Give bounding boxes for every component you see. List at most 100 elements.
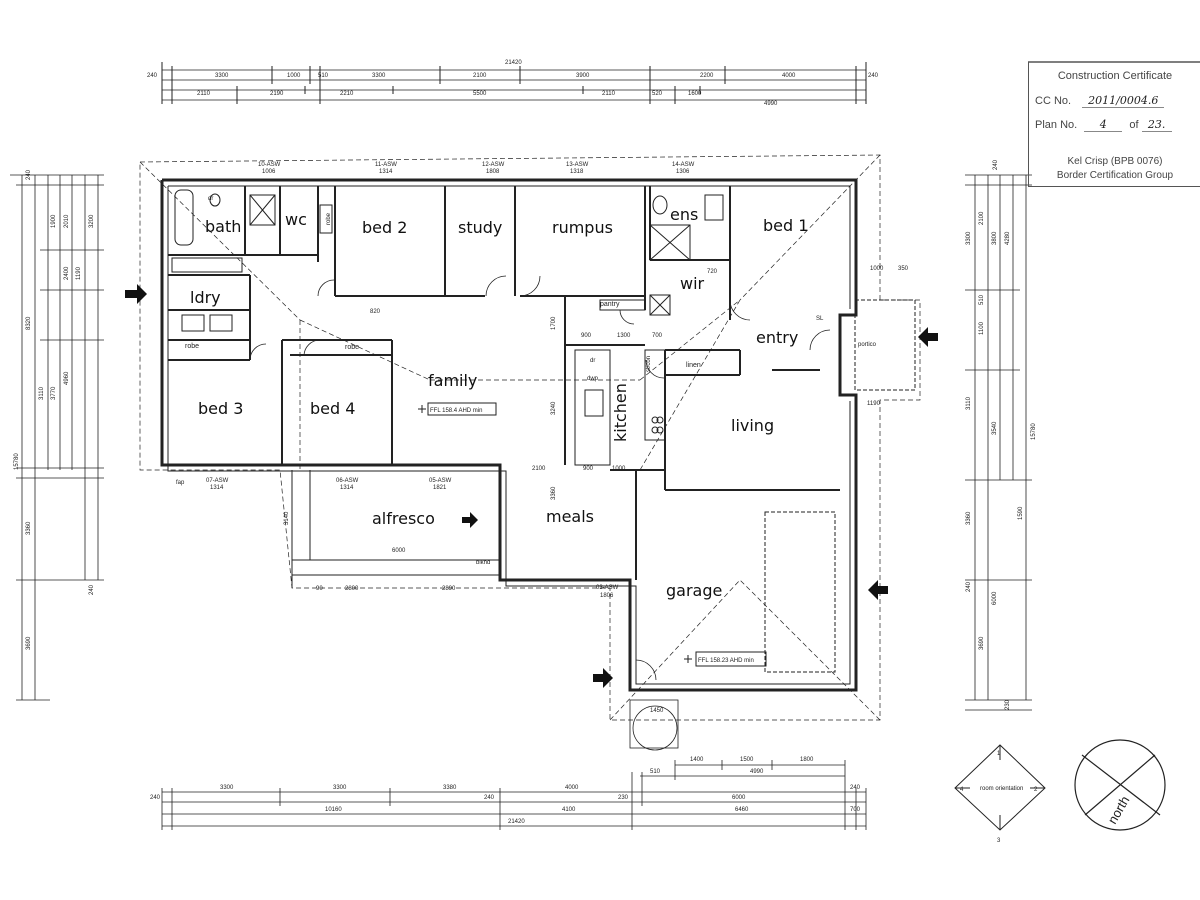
dim-right-10: 15780	[1031, 423, 1037, 440]
top-dimensions	[161, 62, 867, 104]
label-dwp: dwp	[587, 376, 599, 382]
dim-left-9: 3110	[39, 386, 45, 400]
dim-top-r2-6: 520	[652, 91, 663, 97]
legend-text: 1 2 3 4 room orientation north	[960, 751, 1132, 844]
dim-right-4: 3800	[992, 231, 998, 245]
dim-kitchen-1700: 1700	[551, 316, 557, 330]
dim-left-6: 1190	[76, 266, 82, 280]
dim-right-1: 240	[993, 159, 999, 170]
dim-left-10: 3770	[51, 386, 57, 400]
window-11-size: 1314	[379, 169, 393, 175]
dim-kitchen-700: 700	[652, 333, 663, 339]
cert-title: Construction Certificate	[1057, 70, 1173, 82]
dim-top-7: 3900	[576, 73, 590, 79]
dim-left-7: 8320	[26, 316, 32, 330]
dim-alfresco-90: 90	[316, 586, 323, 592]
dim-left-13: 240	[89, 584, 95, 595]
window-05-size: 1821	[433, 485, 447, 491]
dim-bot-18: 6460	[735, 807, 749, 813]
orientation-n3: 3	[997, 838, 1001, 844]
roof-outline	[139, 154, 921, 721]
dim-bot-6: 240	[150, 795, 161, 801]
dim-left-5: 2400	[64, 266, 70, 280]
dim-top-9: 4000	[782, 73, 796, 79]
window-14: 14-ASW	[672, 162, 695, 168]
dim-right-16: 230	[1005, 699, 1011, 710]
north-label: north	[1105, 793, 1133, 826]
room-garage: garage	[666, 581, 722, 600]
cert-certifier: Kel Crisp (BPB 0076)	[1067, 156, 1163, 167]
dim-bot-15: 700	[850, 807, 861, 813]
dim-bot-3: 1800	[800, 757, 814, 763]
room-entry: entry	[756, 328, 798, 347]
dim-right-7: 1100	[979, 321, 985, 335]
dim-bot-13: 230	[618, 795, 629, 801]
dim-right-9: 3540	[992, 421, 998, 435]
dim-top-r2-7: 1600	[688, 91, 702, 97]
dim-top-1: 240	[147, 73, 158, 79]
garage-door	[764, 511, 836, 673]
dim-bot-9: 3380	[443, 785, 457, 791]
bottom-dimension-text: 1400 1500 1800 510 4990 240 3300 3300 33…	[150, 757, 861, 825]
window-13-size: 1318	[570, 169, 584, 175]
orientation-n1: 1	[997, 751, 1001, 757]
label-fap: fap	[176, 480, 185, 486]
dim-bot-17: 4100	[562, 807, 576, 813]
dim-alfresco-2800: 2800	[345, 586, 359, 592]
level-house: FFL 158.4 AHD min	[430, 408, 482, 414]
dim-alfresco-2890: 2890	[442, 586, 456, 592]
room-rumpus: rumpus	[552, 218, 613, 237]
dim-bot-14: 6000	[732, 795, 746, 801]
dim-right-5: 4280	[1005, 231, 1011, 245]
label-portico: portico	[858, 342, 877, 348]
dim-top-4: 510	[318, 73, 329, 79]
cert-of-label: of	[1129, 119, 1139, 131]
label-blkhd: blkhd	[476, 560, 490, 566]
dim-left-12: 3360	[26, 521, 32, 535]
left-dimension-text: 240 1900 2010 3200 2400 1190 8320 4960 3…	[14, 169, 95, 650]
window-13: 13-ASW	[566, 162, 589, 168]
dim-left-8: 4960	[64, 371, 70, 385]
alfresco-outline	[291, 470, 500, 588]
room-bed-1: bed 1	[763, 216, 808, 235]
dim-top-r2-2: 2190	[270, 91, 284, 97]
level-markers	[418, 402, 767, 667]
dim-left-1: 240	[26, 169, 32, 180]
dim-right-3: 3300	[966, 231, 972, 245]
dim-right-6: 510	[979, 294, 985, 305]
dim-left-11: 15780	[14, 453, 20, 470]
dim-left-2: 1900	[51, 214, 57, 228]
external-walls	[160, 178, 858, 692]
cert-cc-label: CC No.	[1035, 95, 1072, 107]
dim-right-14: 240	[966, 581, 972, 592]
dim-bot-16: 10160	[325, 807, 342, 813]
dim-left-4: 3200	[89, 214, 95, 228]
room-bath: bath	[205, 217, 241, 236]
window-12: 12-ASW	[482, 162, 505, 168]
dim-top-3: 1000	[287, 73, 301, 79]
dim-portico-350: 350	[898, 266, 909, 272]
room-wc: wc	[285, 210, 307, 229]
dim-alfresco-3140: 3140	[284, 511, 290, 525]
label-robe-wc: robe	[326, 212, 332, 225]
bottom-dimensions	[161, 760, 867, 830]
dim-top-r2-5: 2110	[602, 91, 616, 97]
kitchen-bench	[574, 299, 666, 466]
internal-walls	[168, 186, 840, 580]
room-meals: meals	[546, 507, 594, 526]
dim-bot-2: 1500	[740, 757, 754, 763]
dim-right-13: 1590	[1018, 506, 1024, 520]
dim-meals-2100: 2100	[532, 466, 546, 472]
dim-right-11: 3360	[966, 511, 972, 525]
window-03-size: 1806	[600, 593, 614, 599]
dim-right-15: 3690	[979, 636, 985, 650]
dim-bot-overall: 21420	[508, 819, 525, 825]
dim-portico-1190: 1190	[867, 401, 881, 407]
north-arrow	[1074, 739, 1166, 831]
left-dimensions	[10, 174, 104, 701]
label-robe-bed3: robe	[185, 343, 199, 350]
dim-bot-4: 510	[650, 769, 661, 775]
top-dimension-text: 21420 240 3300 1000 510 3300 2100 3900 2…	[147, 60, 879, 107]
orientation-n2: 2	[1034, 787, 1038, 793]
